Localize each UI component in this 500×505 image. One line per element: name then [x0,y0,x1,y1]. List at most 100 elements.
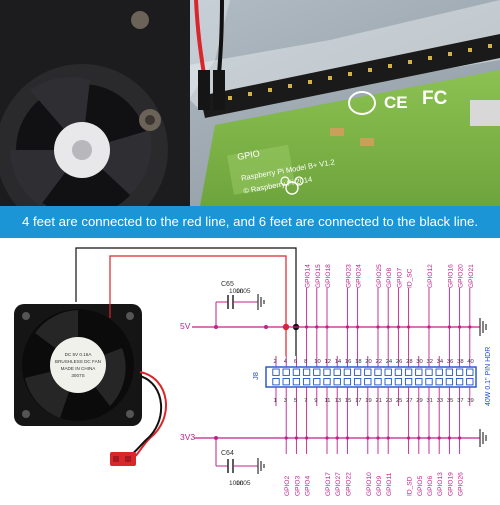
header-pin-bottom [292,378,301,386]
fan-wire-routing [75,247,300,356]
header-pin-bottom [374,378,382,386]
net-label-bottom: GPIO22 [345,472,352,496]
pin-number-top: 40 [467,359,473,365]
header-pin-top [445,368,454,376]
header-pin-top [394,368,403,376]
header-pin-top [364,368,372,376]
fan-label-sticker [50,337,106,393]
header-ref: J8 [251,372,260,380]
net-label-top: GPIO20 [458,264,465,288]
svg-text:C65: C65 [221,281,234,288]
header-pin-bottom [343,378,352,386]
pin-number-top: 2 [274,359,277,365]
net-label-bottom: GPIO27 [335,472,342,496]
pin-number-bottom: 15 [345,398,351,404]
header-pin-bottom [302,378,311,386]
pin-number-bottom: 9 [314,398,317,404]
rail-5v-label: 5V [180,321,191,331]
net-label-top: GPIO7 [396,268,403,288]
pin-number-top: 10 [314,359,320,365]
photo-fan [0,0,190,206]
wiring-schematic: DC 5V 0.16A BRUSHLESS DC FAN MADE IN CHI… [0,238,500,500]
net-label-bottom: GPIO11 [386,472,393,496]
svg-text:C64: C64 [221,450,234,457]
pin-number-bottom: 13 [335,398,341,404]
net-label-bottom: GPIO9 [376,476,383,496]
net-label-bottom: GPIO26 [458,472,465,496]
svg-text:CE: CE [384,93,408,112]
header-pin-bottom [364,378,372,386]
svg-text:3007S: 3007S [71,373,84,378]
net-label-top: GPIO15 [315,264,322,288]
pin-number-bottom: 7 [304,398,307,404]
net-label-top: GPIO25 [376,264,383,288]
pin-number-top: 14 [335,359,342,365]
pin-number-top: 12 [325,359,331,365]
net-label-top: GPIO24 [356,264,363,288]
svg-text:1005: 1005 [236,288,251,295]
net-label-bottom: GPIO3 [294,476,301,496]
header-pin-bottom [272,378,280,386]
net-label-bottom: GPIO13 [437,472,444,496]
header-pin-top [384,368,392,376]
header-pin-bottom [445,378,454,386]
rail-5v: 5V [180,321,296,331]
rail-3v3: 3V3 [180,432,276,442]
pin-number-top: 24 [386,359,393,365]
header-pin-top [425,368,433,376]
ground-top [296,318,487,336]
pin-number-top: 4 [284,359,288,365]
header-pin-top [323,368,331,376]
pin-number-bottom: 27 [406,398,412,404]
pin-number-bottom: 11 [325,398,331,404]
net-label-top: GPIO14 [305,264,312,288]
header-pin-bottom [455,378,464,386]
header-pin-top [374,368,382,376]
pin-number-top: 22 [376,359,382,365]
header-pin-bottom [384,378,392,386]
pin-number-bottom: 31 [427,398,433,404]
pin-number-top: 34 [437,359,444,365]
svg-text:MADE IN CHINA: MADE IN CHINA [61,366,97,371]
black-wire-to-pin6 [75,247,297,356]
svg-text:100n: 100n [229,288,244,295]
header-pin-bottom [466,378,474,386]
fan-illustration: DC 5V 0.16A BRUSHLESS DC FAN MADE IN CHI… [14,304,167,466]
header-pin-bottom [353,378,362,386]
pin-number-bottom: 29 [416,398,422,404]
header-pin-bottom [435,378,443,386]
header-pin-top [272,368,280,376]
net-label-bottom: GPIO17 [325,472,332,496]
gpio-header-pins [200,34,500,118]
header-pin-top [404,368,413,376]
header-pin-top [292,368,301,376]
header-pin-top [435,368,443,376]
header-pin-top [455,368,464,376]
svg-text:100n: 100n [229,480,244,487]
pin-number-top: 6 [294,359,297,365]
ground-bottom [276,429,487,447]
header-pin-bottom [333,378,341,386]
pin-number-top: 28 [406,359,412,365]
red-wire-to-pin4 [109,255,287,356]
pin-number-bottom: 3 [284,398,287,404]
net-label-top: GPIO18 [325,264,332,288]
net-label-bottom: ID_SD [407,476,414,496]
net-label-top: GPIO16 [447,264,454,288]
net-label-top: ID_SC [407,268,414,288]
svg-text:BRUSHLESS DC FAN: BRUSHLESS DC FAN [55,359,101,364]
pin-number-top: 38 [457,359,463,365]
header-pin-bottom [394,378,403,386]
capacitor-c65: C65 100n 1005 [215,281,265,327]
header-pin-bottom [415,378,423,386]
net-label-top: GPIO23 [345,264,352,288]
header-pin-top [313,368,321,376]
net-label-top: GPIO12 [427,264,434,288]
pin-number-bottom: 1 [274,398,277,404]
pin-number-bottom: 19 [365,398,371,404]
header-pin-bottom [282,378,290,386]
fan-connector [110,452,136,466]
svg-text:FC: FC [422,88,448,109]
svg-text:DC 5V 0.16A: DC 5V 0.16A [65,352,93,357]
gpio-header-j8: J8 40W 0.1" PIN HDR [251,347,492,406]
